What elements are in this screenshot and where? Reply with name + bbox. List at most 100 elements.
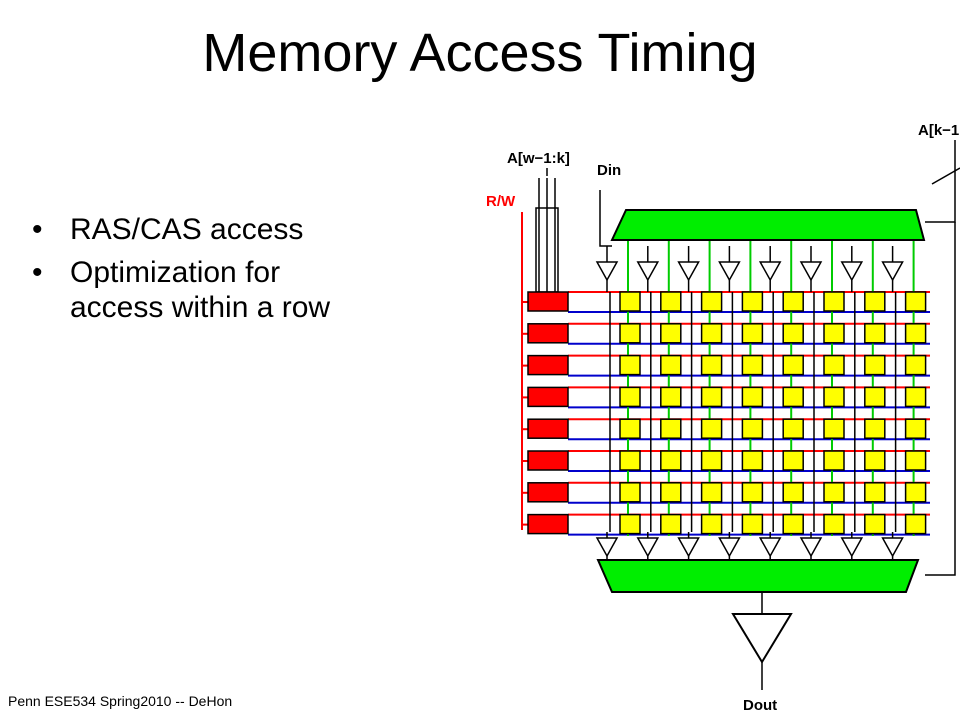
read-buffer: [881, 537, 904, 558]
memory-cell: [619, 513, 641, 535]
memory-cell: [741, 482, 764, 503]
output-mux: [596, 559, 920, 593]
memory-cell: [782, 450, 804, 471]
bullet-text: RAS/CAS access: [70, 213, 304, 246]
memory-cell: [823, 323, 845, 344]
memory-cell: [700, 418, 723, 439]
memory-cell: [782, 513, 804, 535]
memory-cell: [782, 482, 804, 503]
read-buffer: [677, 537, 700, 558]
memory-cell: [660, 450, 682, 471]
bullet-marker: •: [32, 256, 43, 289]
memory-cell: [904, 386, 927, 408]
read-buffer: [799, 537, 823, 558]
memory-cell: [619, 482, 641, 503]
memory-cell: [741, 291, 764, 312]
memory-cell: [660, 482, 682, 503]
column-buffers: [595, 246, 904, 560]
memory-cell: [700, 482, 723, 503]
bullet-item: •RAS/CAS access: [28, 212, 348, 247]
memory-cell: [660, 291, 682, 312]
memory-cell: [700, 513, 723, 535]
memory-cell: [619, 450, 641, 471]
row-decoder: [527, 513, 569, 535]
memory-cell: [864, 291, 886, 312]
memory-cell: [700, 354, 723, 376]
memory-cell: [660, 354, 682, 376]
memory-cell: [782, 291, 804, 312]
memory-cell: [700, 291, 723, 312]
memory-cell: [741, 450, 764, 471]
memory-cell: [864, 450, 886, 471]
memory-cell: [904, 450, 927, 471]
memory-cell: [904, 323, 927, 344]
memory-cell: [782, 323, 804, 344]
slide-footer: Penn ESE534 Spring2010 -- DeHon: [8, 693, 233, 709]
din-line: [599, 190, 612, 247]
read-buffer: [840, 537, 864, 558]
write-buffer: [595, 261, 619, 282]
memory-cell: [904, 418, 927, 439]
read-buffer: [758, 537, 782, 558]
write-buffer: [677, 261, 700, 282]
row-decoder: [527, 482, 569, 503]
memory-cell: [619, 354, 641, 376]
row-decoder: [527, 354, 569, 376]
row-decoder: [527, 291, 569, 312]
row-decoder: [527, 323, 569, 344]
row-decoder: [527, 418, 569, 439]
col-address-line: [925, 222, 956, 576]
memory-cell: [619, 291, 641, 312]
memory-cell: [700, 323, 723, 344]
bus-slash: [931, 167, 960, 185]
write-buffer: [799, 261, 823, 282]
read-buffer: [718, 537, 741, 558]
address-wires: [521, 140, 960, 690]
memory-cell: [864, 482, 886, 503]
memory-cell: [619, 323, 641, 344]
memory-cell: [782, 354, 804, 376]
memory-cell: [619, 418, 641, 439]
bullet-list: •RAS/CAS access • Optimization for access…: [28, 212, 348, 333]
memory-cell: [823, 450, 845, 471]
addr-row-label: A[w−1:k]: [507, 150, 570, 167]
memory-cell: [904, 513, 927, 535]
memory-cell: [660, 386, 682, 408]
memory-cell: [864, 354, 886, 376]
memory-cell: [904, 354, 927, 376]
memory-cell: [700, 450, 723, 471]
memory-cell: [864, 418, 886, 439]
row-decoder: [527, 386, 569, 408]
memory-cell: [660, 323, 682, 344]
memory-cell: [660, 418, 682, 439]
memory-cell: [823, 291, 845, 312]
input-mux: [610, 209, 926, 241]
read-buffer: [595, 537, 619, 558]
din-label: Din: [597, 162, 621, 179]
row-decoder: [527, 450, 569, 471]
memory-cell: [823, 482, 845, 503]
memory-cells: [619, 291, 927, 535]
memory-cell: [741, 386, 764, 408]
memory-cell: [741, 323, 764, 344]
memory-cell: [864, 323, 886, 344]
memory-cell: [660, 513, 682, 535]
write-buffer: [636, 261, 660, 282]
addr-col-label: A[k−1: [918, 122, 959, 139]
write-buffer: [840, 261, 864, 282]
write-buffer: [758, 261, 782, 282]
bullet-text: Optimization for access within a row: [70, 256, 331, 324]
write-buffer: [718, 261, 741, 282]
memory-cell: [864, 513, 886, 535]
memory-cell: [904, 482, 927, 503]
memory-cell: [823, 386, 845, 408]
memory-cell: [619, 386, 641, 408]
memory-cell: [864, 386, 886, 408]
memory-cell: [823, 513, 845, 535]
memory-cell: [823, 418, 845, 439]
rw-label: R/W: [486, 193, 516, 210]
write-buffer: [881, 261, 904, 282]
memory-cell: [904, 291, 927, 312]
row-decoders: [527, 291, 569, 535]
